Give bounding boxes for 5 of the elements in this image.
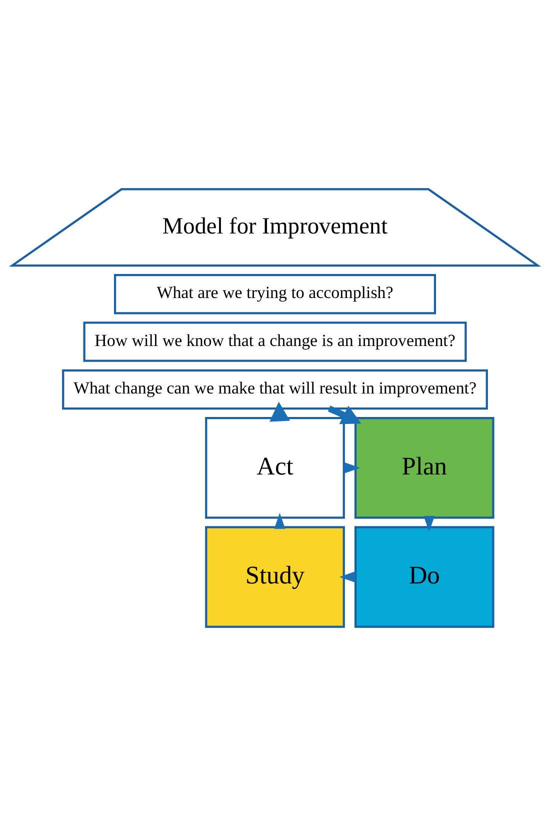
node-box: What are we trying to accomplish? [114,274,436,314]
arrow [328,405,362,424]
arrow [270,401,290,422]
node-box: How will we know that a change is an improvement? [83,321,467,362]
node-box: What change can we make that will result in improvement? [62,368,488,410]
